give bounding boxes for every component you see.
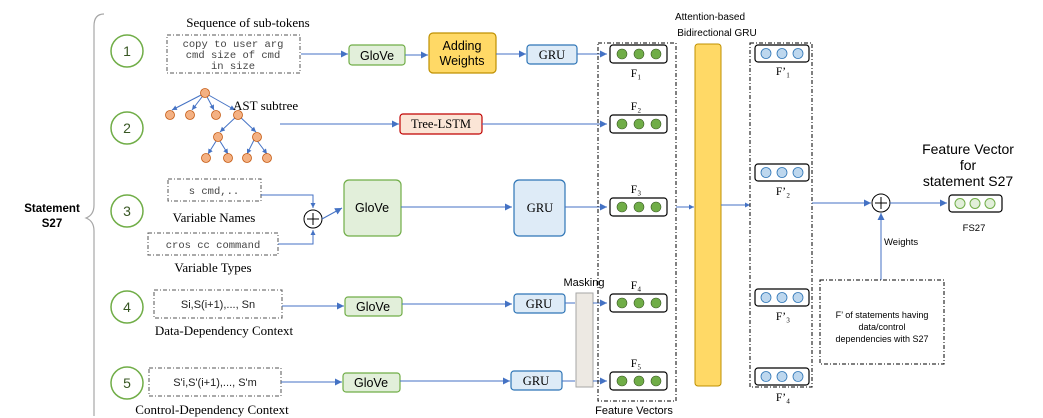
row-number-1: 1 <box>110 34 144 68</box>
control-dependency-caption: Control-Dependency Context <box>135 402 289 417</box>
masking-block <box>575 292 594 388</box>
svg-text:1: 1 <box>123 43 131 59</box>
glove-block-4-label: GloVe <box>356 300 390 314</box>
variable-names-caption: Variable Names <box>173 210 256 225</box>
glove-block-1-label: GloVe <box>360 49 394 63</box>
feature-label-4: F₄ <box>631 280 641 292</box>
gru-block-1-label: GRU <box>539 48 565 62</box>
feature-vector-3 <box>609 197 668 217</box>
subtokens-line2: cmd size of cmd <box>186 50 281 62</box>
arrow-names-plus <box>261 194 316 208</box>
subtokens-caption: Sequence of sub-tokens <box>186 15 309 30</box>
arrow-types-plus <box>278 230 316 245</box>
subtokens-line3: in size <box>211 61 255 73</box>
combine-plus-2 <box>871 193 891 213</box>
control-dependency-code: S'i,S'(i+1),..., S'm <box>173 377 257 389</box>
output-title-line3: statement S27 <box>923 173 1013 189</box>
glove-block-5-label: GloVe <box>354 376 388 390</box>
feature-vector-2 <box>609 114 668 134</box>
variable-types-caption: Variable Types <box>174 260 251 275</box>
row-number-5: 5 <box>110 366 144 400</box>
svg-text:2: 2 <box>123 120 131 136</box>
row-number-2: 2 <box>110 111 144 145</box>
weights-label: Weights <box>884 237 918 248</box>
output-label: FS27 <box>963 223 986 234</box>
tree-lstm-label: Tree-LSTM <box>411 117 471 131</box>
adding-weights-block <box>428 32 497 74</box>
variable-types-code: cros cc command <box>166 240 261 252</box>
combine-plus-1 <box>303 209 323 229</box>
feature-label-3: F₃ <box>631 184 641 196</box>
data-dependency-caption: Data-Dependency Context <box>155 323 294 338</box>
row-number-3: 3 <box>110 194 144 228</box>
glove-block-3-label: GloVe <box>355 201 389 215</box>
fprime-vector-4 <box>754 367 810 386</box>
output-feature-vector <box>948 194 1003 213</box>
gru-block-5-label: GRU <box>523 374 549 388</box>
dependencies-note-line2: data/control <box>858 322 905 332</box>
fprime-vector-3 <box>754 288 810 307</box>
dependencies-note-line3: dependencies with S27 <box>835 334 928 344</box>
ast-caption: AST subtree <box>233 98 298 113</box>
fprime-label-4: F’₄ <box>776 392 790 404</box>
glove-block-5 <box>342 372 401 393</box>
statement-label: Statement S27 <box>24 203 80 230</box>
statement-label-line2: S27 <box>42 218 62 230</box>
data-dependency-box <box>153 289 283 319</box>
fprime-frame <box>749 42 813 388</box>
fprime-vector-1 <box>754 44 810 63</box>
feature-label-1: F₁ <box>631 68 641 80</box>
dependencies-note-box <box>819 279 945 365</box>
fprime-vector-2 <box>754 163 810 182</box>
glove-block-4 <box>344 296 403 317</box>
statement-brace <box>84 13 105 416</box>
feature-vector-5 <box>609 371 668 391</box>
row-number-4: 4 <box>110 290 144 324</box>
subtokens-box <box>166 34 301 74</box>
adding-weights-line1: Adding <box>443 39 482 53</box>
arrow-plus-glove <box>321 207 343 220</box>
variable-names-code: s cmd,.. <box>189 186 239 198</box>
data-dependency-code: Si,S(i+1),..., Sn <box>181 299 255 311</box>
feature-vectors-frame <box>597 42 677 402</box>
masking-label: Masking <box>564 277 605 289</box>
row-numbers: 1 2 3 4 5 <box>110 34 144 400</box>
control-dependency-box <box>148 367 282 397</box>
subtokens-line1: copy to user arg <box>183 39 284 51</box>
fprime-label-3: F’₃ <box>776 311 790 323</box>
statement-label-line1: Statement <box>24 203 80 215</box>
gru-block-3 <box>513 179 566 237</box>
output-title-line2: for <box>960 157 977 173</box>
feature-vector-4 <box>609 293 668 313</box>
fprime-label-1: F’₁ <box>776 66 790 78</box>
gru-block-3-label: GRU <box>527 201 553 215</box>
feature-label-2: F₂ <box>631 101 641 113</box>
svg-text:3: 3 <box>123 203 131 219</box>
feature-vector-1 <box>609 44 668 64</box>
attention-label-line1: Attention-based <box>675 12 745 23</box>
feature-vectors-label: Feature Vectors <box>595 405 673 417</box>
svg-text:5: 5 <box>123 375 131 391</box>
ast-subtree <box>165 88 272 163</box>
attention-gru-block <box>694 43 722 387</box>
adding-weights-line2: Weights <box>440 54 485 68</box>
gru-block-4-label: GRU <box>526 297 552 311</box>
feature-label-5: F₅ <box>631 358 641 370</box>
glove-block-3 <box>343 179 402 237</box>
svg-text:4: 4 <box>123 299 131 315</box>
variable-names-box <box>167 178 262 202</box>
output-title-line1: Feature Vector <box>922 141 1014 157</box>
fprime-label-2: F’₂ <box>776 186 790 198</box>
dependencies-note-line1: F’ of statements having <box>836 310 929 320</box>
attention-label-line2: Bidirectional GRU <box>677 28 756 39</box>
